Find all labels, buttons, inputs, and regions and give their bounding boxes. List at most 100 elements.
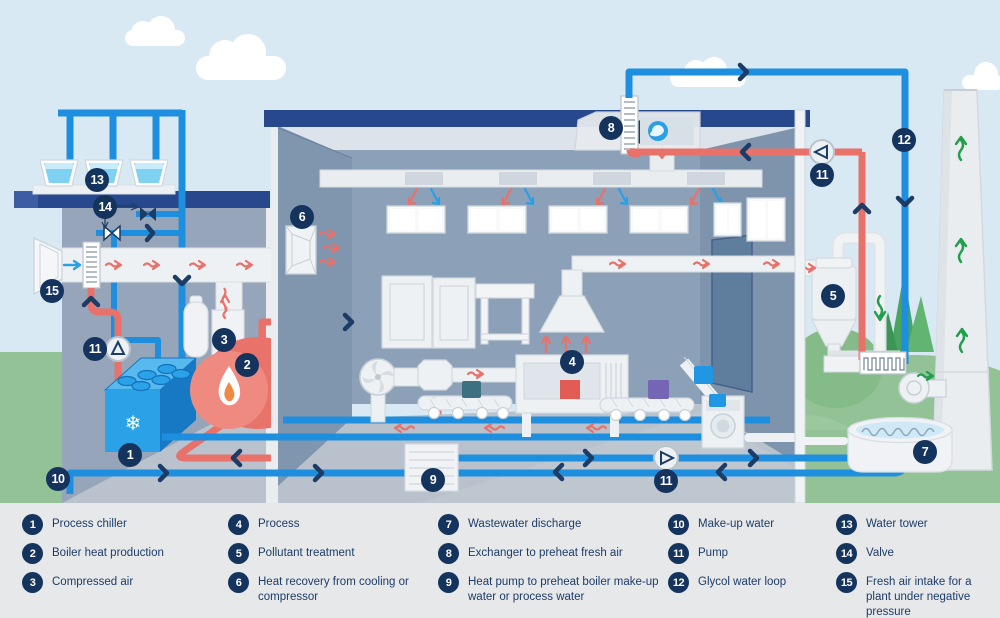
marker-4: 4 [560, 350, 584, 374]
legend: 1 Process chiller 2 Boiler heat producti… [0, 503, 1000, 618]
return-air-arrows [393, 422, 608, 434]
marker-1: 1 [118, 443, 142, 467]
legend-item: 12 Glycol water loop [668, 572, 786, 593]
extraction-hood [538, 295, 606, 333]
ceiling-air-duct [319, 169, 763, 188]
valve-icon [140, 207, 156, 221]
legend-label: Fresh air intake for a plant under negat… [866, 576, 972, 618]
legend-badge: 15 [836, 572, 857, 593]
exhaust-blower [898, 372, 947, 404]
flow-arrows [81, 62, 915, 483]
pump-icon [653, 445, 679, 471]
legend-item: 5 Pollutant treatment [228, 543, 355, 564]
marker-3: 3 [212, 328, 236, 352]
heat-recovery-vent [285, 225, 317, 275]
legend-label: Pollutant treatment [258, 547, 355, 559]
legend-badge: 10 [668, 514, 689, 535]
pump-icon [105, 336, 131, 362]
legend-item: 13 Water tower [836, 514, 928, 535]
legend-label: Wastewater discharge [468, 518, 582, 530]
marker-7: 7 [913, 440, 937, 464]
legend-label: Heat recovery from cooling or compressor [258, 576, 409, 603]
fan-discharge-duct [393, 359, 519, 391]
legend-item: 11 Pump [668, 543, 728, 564]
legend-label: Make-up water [698, 518, 775, 530]
hood-heat-arrows [540, 334, 592, 354]
legend-label: Process [258, 518, 300, 530]
exterior-wall [794, 109, 806, 503]
snowflake-icon: ❄ [125, 413, 142, 435]
legend-badge: 8 [438, 543, 459, 564]
boiler-makeup-red-pipe [176, 413, 407, 462]
marker-10: 10 [46, 467, 70, 491]
marker-9: 9 [421, 468, 445, 492]
flue-down-arrow [873, 294, 887, 322]
legend-badge: 4 [228, 514, 249, 535]
washer-machine [701, 394, 798, 449]
legend-label: Pump [698, 547, 729, 559]
door [711, 234, 753, 393]
legend-badge: 7 [438, 514, 459, 535]
valve-pointer-lines [101, 202, 140, 230]
legend-item: 2 Boiler heat production [22, 543, 164, 564]
legend-badge: 12 [668, 572, 689, 593]
legend-label: Process chiller [52, 518, 127, 530]
chimney [932, 89, 993, 471]
legend-label: Heat pump to preheat boiler make-up wate… [468, 576, 659, 603]
pump-icon [809, 139, 835, 165]
conveyor-1 [417, 381, 513, 420]
legend-badge: 9 [438, 572, 459, 593]
legend-item: 3 Compressed air [22, 572, 133, 593]
conveyor-2 [599, 380, 695, 422]
wastewater-heat-exchanger-coil [859, 351, 907, 375]
marker-5: 5 [821, 284, 845, 308]
flue-gas-up-arrows [954, 135, 969, 354]
legend-label: Valve [866, 547, 894, 559]
cloud-icon [125, 16, 1000, 90]
legend-label: Water tower [866, 518, 928, 530]
legend-badge: 14 [836, 543, 857, 564]
duct-air-arrows [62, 259, 254, 320]
marker-2: 2 [235, 353, 259, 377]
hood-exhaust-duct [571, 255, 801, 273]
legend-item: 7 Wastewater discharge [438, 514, 581, 535]
legend-label: Glycol water loop [698, 576, 787, 588]
fan-air-arrow [466, 368, 485, 380]
marker-11: 11 [810, 163, 834, 187]
legend-badge: 3 [22, 572, 43, 593]
marker-8: 8 [599, 116, 623, 140]
marker-14: 14 [93, 195, 117, 219]
duct-preheat-coil [82, 241, 101, 289]
glycol-top-pipe [625, 68, 909, 100]
cabinets [381, 275, 476, 349]
process-fan [359, 358, 397, 423]
legend-badge: 5 [228, 543, 249, 564]
marker-11: 11 [83, 337, 107, 361]
marker-12: 12 [892, 128, 916, 152]
legend-item: 14 Valve [836, 543, 894, 564]
legend-item: 10 Make-up water [668, 514, 774, 535]
incline-conveyor [679, 356, 721, 404]
legend-label: Exchanger to preheat fresh air [468, 547, 623, 559]
marker-11: 11 [654, 469, 678, 493]
legend-label: Compressed air [52, 576, 134, 588]
legend-item: 9 Heat pump to preheat boiler make-up wa… [438, 572, 660, 605]
legend-badge: 1 [22, 514, 43, 535]
process-chiller: ❄ [103, 357, 198, 452]
windows [386, 197, 786, 242]
work-table [475, 283, 535, 345]
legend-item: 8 Exchanger to preheat fresh air [438, 543, 623, 564]
legend-badge: 13 [836, 514, 857, 535]
purple-box [648, 380, 669, 399]
vent-heat-arrows [318, 228, 341, 268]
legend-badge: 11 [668, 543, 689, 564]
legend-item: 1 Process chiller [22, 514, 127, 535]
blue-box [694, 366, 713, 384]
blower-green-arrow [916, 370, 935, 382]
marker-6: 6 [290, 205, 314, 229]
diagram-illustration: ❄ [0, 16, 1000, 503]
marker-15: 15 [40, 279, 64, 303]
legend-badge: 6 [228, 572, 249, 593]
teal-box [462, 381, 481, 398]
diffuser-arrows [407, 187, 723, 206]
